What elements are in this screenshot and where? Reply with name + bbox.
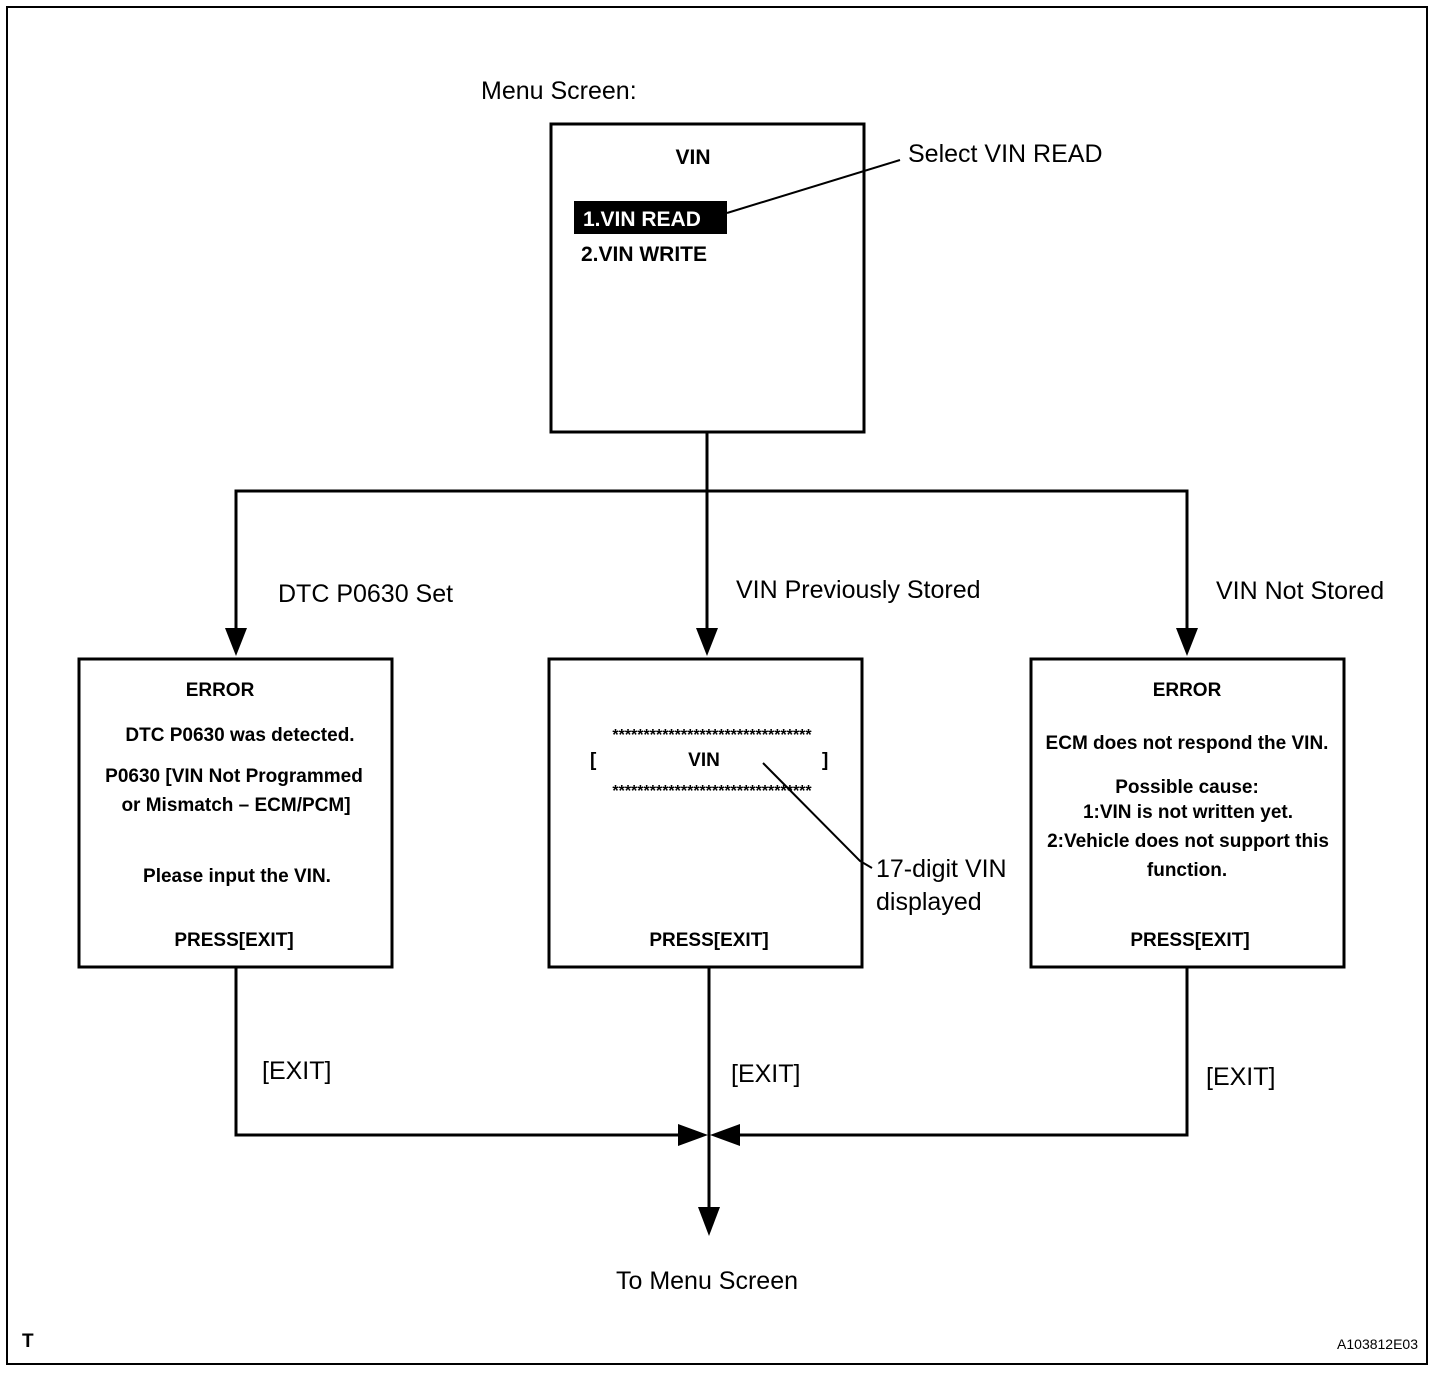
error-ns-press-exit[interactable]: PRESS[EXIT]: [1130, 930, 1249, 951]
vin-stars-top: ********************************: [612, 727, 812, 744]
menu-title: VIN: [675, 146, 710, 169]
branch-horizontal: [234, 489, 1189, 635]
vin-field: VIN: [688, 750, 720, 771]
menu-item-vin-write[interactable]: 2.VIN WRITE: [581, 243, 707, 266]
exit-label-right: [EXIT]: [1206, 1063, 1275, 1091]
vin-bracket-right: ]: [822, 750, 828, 771]
vin-not-stored-label: VIN Not Stored: [1216, 577, 1384, 605]
error-not-stored-screen-box: [1029, 657, 1346, 969]
error-ns-line5: function.: [1147, 860, 1227, 881]
callout-line-17digit: [762, 762, 873, 869]
return-line-left: [234, 967, 690, 1137]
menu-item-highlight: [574, 201, 727, 234]
arrow-left-down: [225, 628, 247, 656]
arrow-left-to-center: [678, 1124, 708, 1146]
error-dtc-screen-box: [77, 657, 394, 969]
error-dtc-title: ERROR: [186, 680, 255, 701]
error-ns-line2: Possible cause:: [1115, 777, 1259, 798]
dtc-set-label: DTC P0630 Set: [278, 580, 453, 608]
error-dtc-line4: Please input the VIN.: [143, 866, 331, 887]
arrow-right-to-center: [710, 1124, 740, 1146]
menu-screen-box: [549, 122, 866, 434]
exit-label-mid: [EXIT]: [731, 1060, 800, 1088]
error-dtc-line3: or Mismatch – ECM/PCM]: [121, 795, 350, 816]
figure-code: A103812E03: [1337, 1336, 1418, 1352]
to-menu-screen-label: To Menu Screen: [616, 1267, 798, 1295]
vin-bracket-left: [: [590, 750, 597, 771]
error-dtc-press-exit[interactable]: PRESS[EXIT]: [174, 930, 293, 951]
menu-item-vin-read[interactable]: 1.VIN READ: [583, 208, 701, 231]
vin-previously-stored-label: VIN Previously Stored: [736, 576, 981, 604]
callout-line-select: [726, 159, 901, 214]
select-vin-read-label: Select VIN READ: [908, 140, 1103, 168]
error-ns-title: ERROR: [1153, 680, 1222, 701]
corner-letter: T: [22, 1331, 34, 1352]
arrow-mid-down: [696, 628, 718, 656]
error-ns-line4: 2:Vehicle does not support this: [1047, 831, 1329, 852]
vin-stars-bottom: ********************************: [612, 783, 812, 800]
figure-border: [6, 6, 1428, 1365]
error-ns-line1: ECM does not respond the VIN.: [1046, 733, 1329, 754]
return-line-right: [728, 967, 1189, 1137]
digit-vin-label-line1: 17-digit VIN: [876, 855, 1007, 883]
error-dtc-line2: P0630 [VIN Not Programmed: [105, 766, 363, 787]
arrow-down-to-menu: [698, 1207, 720, 1236]
error-dtc-line1: DTC P0630 was detected.: [125, 725, 354, 746]
digit-vin-label-line2: displayed: [876, 888, 982, 916]
vin-display-screen-box: [547, 657, 864, 969]
vin-display-press-exit[interactable]: PRESS[EXIT]: [649, 930, 768, 951]
arrow-right-down: [1176, 628, 1198, 656]
exit-label-left: [EXIT]: [262, 1057, 331, 1085]
error-ns-line3: 1:VIN is not written yet.: [1083, 802, 1293, 823]
menu-screen-label: Menu Screen:: [481, 77, 637, 105]
